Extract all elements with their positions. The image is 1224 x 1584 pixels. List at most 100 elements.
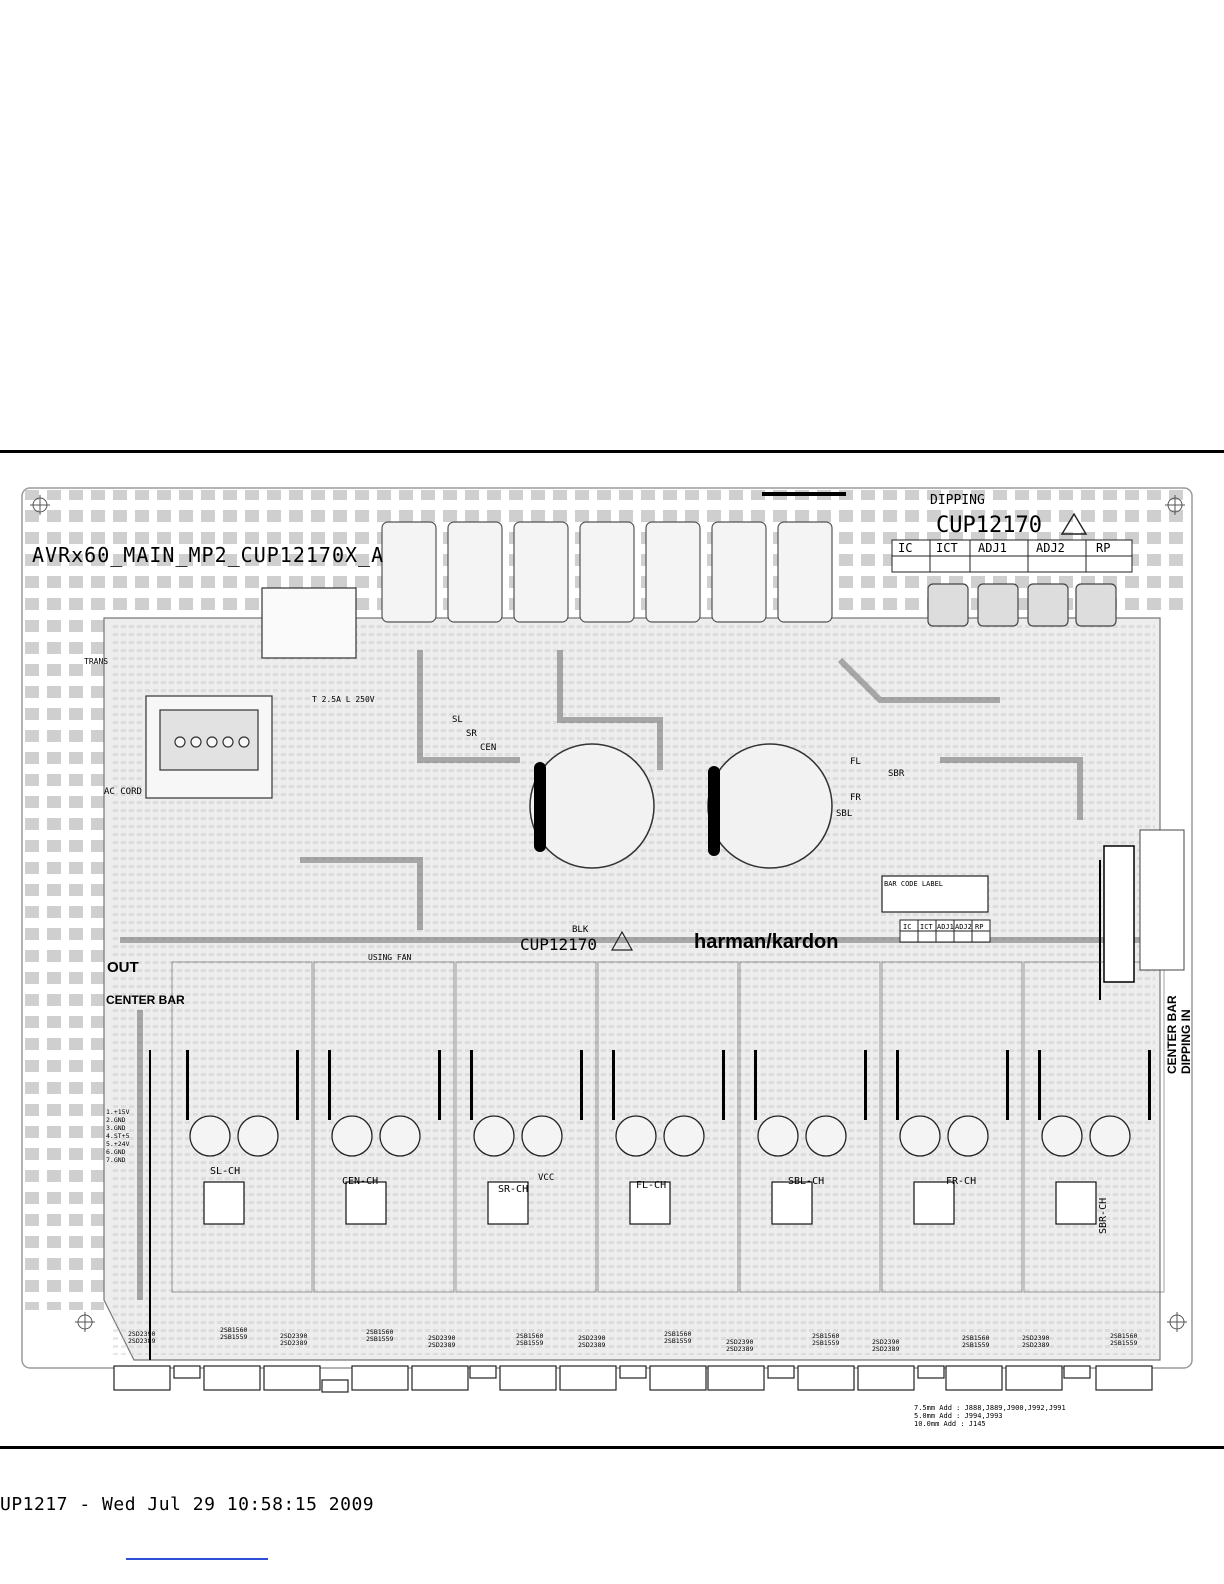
brand-logo: harman/kardon bbox=[694, 931, 838, 953]
channel-label-cen: CEN-CH bbox=[342, 1176, 378, 1187]
out-label: OUT bbox=[107, 959, 139, 976]
check-header-ict: ICT bbox=[936, 541, 958, 555]
check-header-adj2: ADJ2 bbox=[1036, 541, 1065, 555]
tr-code: 2SD2390 bbox=[280, 1332, 307, 1340]
rca-jacks bbox=[927, 583, 1117, 627]
tr-code: 2SB1560 bbox=[812, 1332, 839, 1340]
small-check-ict: ICT bbox=[920, 923, 933, 931]
tr-code: 2SB1559 bbox=[366, 1335, 393, 1343]
transformer-block bbox=[145, 587, 357, 799]
check-header-rp: RP bbox=[1096, 541, 1110, 555]
channel-label-sr: SR-CH bbox=[498, 1184, 528, 1195]
vcc-label: VCC bbox=[538, 1173, 554, 1183]
sbl-label: SBL bbox=[836, 809, 852, 819]
tr-code: 2SD2390 bbox=[872, 1338, 899, 1346]
pad-strip-left bbox=[24, 610, 104, 1310]
channel-label-fl: FL-CH bbox=[636, 1180, 666, 1191]
tr-code: 2SB1560 bbox=[366, 1328, 393, 1336]
center-bar-right: CENTER BAR bbox=[1165, 995, 1179, 1074]
bar-code-label: BAR CODE LABEL bbox=[884, 880, 943, 888]
power-legend: 1.+15V 2.GND 3.GND 4.ST+5 5.+24V 6.GND 7… bbox=[106, 1108, 130, 1164]
tr-code: 2SD2389 bbox=[280, 1339, 307, 1347]
dipping-label: DIPPING bbox=[930, 493, 985, 508]
bottom-divider bbox=[0, 1446, 1224, 1449]
part-number: CUP12170 bbox=[936, 513, 1042, 538]
tr-code: 2SD2389 bbox=[726, 1345, 753, 1353]
tr-code: 2SD2390 bbox=[578, 1334, 605, 1342]
cen-label: CEN bbox=[480, 743, 496, 753]
top-divider bbox=[0, 450, 1224, 453]
ac-cord-label: AC CORD bbox=[104, 787, 142, 797]
channel-capacitors bbox=[189, 1115, 1131, 1157]
small-check-ic: IC bbox=[903, 923, 911, 931]
fl-label: FL bbox=[850, 757, 861, 767]
transistor-codes: 2SD2390 2SD2389 2SB1560 2SB1559 2SD2390 … bbox=[128, 1326, 1137, 1353]
tr-code: 2SB1559 bbox=[962, 1341, 989, 1349]
tr-code: 2SD2389 bbox=[872, 1345, 899, 1353]
tr-code: 2SD2390 bbox=[726, 1338, 753, 1346]
center-bar-left: CENTER BAR bbox=[106, 993, 185, 1007]
fuse-label: T 2.5A L 250V bbox=[312, 695, 375, 704]
tr-code: 2SD2390 bbox=[428, 1334, 455, 1342]
checkbox-grid bbox=[891, 539, 1133, 573]
small-check-adj2: ADJ2 bbox=[955, 923, 972, 931]
tr-code: 2SD2389 bbox=[1022, 1341, 1049, 1349]
top-black-bar bbox=[762, 492, 846, 496]
main-capacitors bbox=[529, 743, 833, 869]
small-check-adj1: ADJ1 bbox=[937, 923, 954, 931]
tr-code: 2SD2389 bbox=[428, 1341, 455, 1349]
tr-code: 2SB1560 bbox=[516, 1332, 543, 1340]
part-number-bottom: CUP12170 bbox=[520, 935, 597, 954]
jumper-note: 7.5mm Add : J888,J889,J900,J992,J991 bbox=[914, 1404, 1066, 1412]
power-legend-line: 1.+15V bbox=[106, 1108, 130, 1116]
small-checkbox-grid bbox=[899, 919, 991, 943]
warning-triangle-icon bbox=[1060, 512, 1088, 535]
right-list-box bbox=[1139, 829, 1185, 971]
power-legend-line: 7.GND bbox=[106, 1156, 126, 1164]
channel-label-sbl: SBL-CH bbox=[788, 1176, 824, 1187]
fr-label: FR bbox=[850, 793, 861, 803]
blk-label: BLK bbox=[572, 925, 589, 935]
channel-label-fr: FR-CH bbox=[946, 1176, 976, 1187]
power-legend-line: 5.+24V bbox=[106, 1140, 130, 1148]
tr-code: 2SB1560 bbox=[1110, 1332, 1137, 1340]
channel-label-sl: SL-CH bbox=[210, 1166, 240, 1177]
jumper-note: 5.0mm Add : J994,J993 bbox=[914, 1412, 1003, 1420]
using-fan-label: USING FAN bbox=[368, 953, 412, 962]
tr-code: 2SB1560 bbox=[962, 1334, 989, 1342]
power-legend-line: 3.GND bbox=[106, 1124, 126, 1132]
board-name: AVRx60_MAIN_MP2_CUP12170X_A bbox=[32, 543, 384, 567]
registration-marks bbox=[30, 495, 1187, 1332]
footer-timestamp: UP1217 - Wed Jul 29 10:58:15 2009 bbox=[0, 1494, 375, 1515]
tr-code: 2SD2390 bbox=[1022, 1334, 1049, 1342]
tr-code: 2SD2389 bbox=[578, 1341, 605, 1349]
sl-label: SL bbox=[452, 715, 463, 725]
bar-code-label-box bbox=[881, 875, 989, 913]
tr-code: 2SB1560 bbox=[664, 1330, 691, 1338]
channel-inductors bbox=[203, 1181, 1097, 1225]
power-legend-line: 6.GND bbox=[106, 1148, 126, 1156]
top-connector-row bbox=[381, 521, 833, 623]
footer-link-underline[interactable] bbox=[126, 1558, 268, 1560]
power-legend-line: 2.GND bbox=[106, 1116, 126, 1124]
small-check-rp: RP bbox=[975, 923, 983, 931]
dipping-in-label: DIPPING IN bbox=[1179, 1009, 1193, 1074]
tr-code: 2SB1559 bbox=[812, 1339, 839, 1347]
tr-code: 2SD2390 bbox=[128, 1330, 155, 1338]
board-texture bbox=[110, 625, 1155, 1355]
check-header-ic: IC bbox=[898, 541, 912, 555]
jumper-notes: 7.5mm Add : J888,J889,J900,J992,J991 5.0… bbox=[914, 1404, 1066, 1428]
warning-triangle-icon-2 bbox=[610, 930, 634, 951]
thin-traces bbox=[149, 860, 1101, 1360]
sbr-label: SBR bbox=[888, 769, 905, 779]
channel-label-sbr: SBR-CH bbox=[1098, 1198, 1109, 1234]
tr-code: 2SD2389 bbox=[128, 1337, 155, 1345]
bottom-connectors bbox=[113, 1365, 1153, 1393]
check-header-adj1: ADJ1 bbox=[978, 541, 1007, 555]
channel-blocks bbox=[171, 961, 1165, 1293]
tr-code: 2SB1559 bbox=[1110, 1339, 1137, 1347]
tr-code: 2SB1559 bbox=[516, 1339, 543, 1347]
tr-code: 2SB1560 bbox=[220, 1326, 247, 1334]
jumper-note: 10.0mm Add : J145 bbox=[914, 1420, 986, 1428]
